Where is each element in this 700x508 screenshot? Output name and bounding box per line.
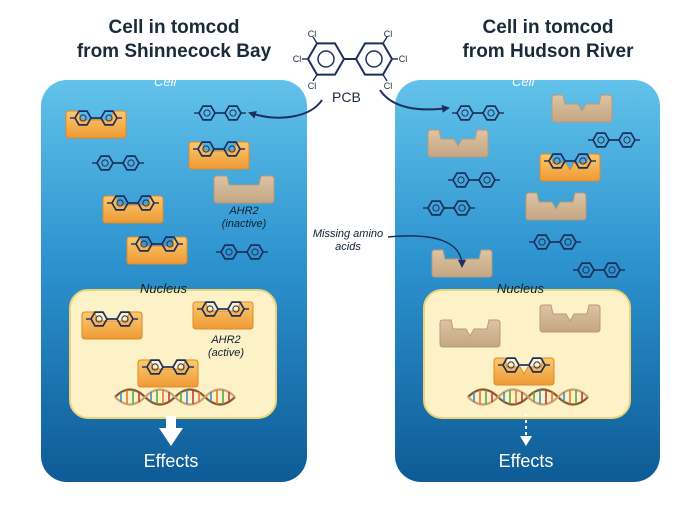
left-title-line-2: from Shinnecock Bay (76, 41, 272, 62)
cl-label-bottom-left: Cl (307, 81, 317, 91)
left-cell-label: Cell (154, 74, 177, 89)
cl-label-bottom-right: Cl (383, 81, 393, 91)
left-effects-label: Effects (143, 451, 199, 471)
left-title-line-1: Cell in tomcod (108, 17, 240, 38)
right-title-line-2: from Hudson River (462, 41, 634, 62)
missing-amino-label: Missing amino acids (306, 228, 390, 254)
pcb-structure (302, 36, 398, 82)
left-panel-title: Cell in tomcod from Shinnecock Bay (44, 16, 304, 64)
right-title-line-1: Cell in tomcod (482, 17, 614, 38)
right-effects-label: Effects (498, 451, 554, 471)
ahr2-active-line-1: AHR2 (211, 334, 241, 346)
pcb-arrow-right (379, 89, 450, 113)
ahr2-inactive-label: AHR2 (inactive) (212, 205, 276, 231)
ahr2-inactive-line-2: (inactive) (221, 218, 267, 230)
left-nucleus-label: Nucleus (140, 281, 187, 296)
right-effects-arrow (520, 414, 532, 446)
cl-label-top-left: Cl (307, 29, 317, 39)
ahr2-inactive-line-1: AHR2 (229, 205, 259, 217)
right-nucleus-label: Nucleus (497, 281, 544, 296)
cl-label-left: Cl (292, 54, 302, 64)
left-effects-arrow (159, 416, 183, 446)
pcb-label: PCB (332, 89, 361, 105)
right-panel-title: Cell in tomcod from Hudson River (418, 16, 678, 64)
missing-amino-line-2: acids (335, 241, 361, 253)
cl-label-top-right: Cl (383, 29, 393, 39)
cl-label-right: Cl (398, 54, 408, 64)
ahr2-active-label: AHR2 (active) (194, 334, 258, 360)
pcb-arrow-left (248, 99, 323, 119)
missing-amino-pointer (387, 235, 466, 268)
ahr2-active-line-2: (active) (207, 347, 245, 359)
right-cell-label: Cell (512, 74, 535, 89)
missing-amino-line-1: Missing amino (312, 228, 384, 240)
